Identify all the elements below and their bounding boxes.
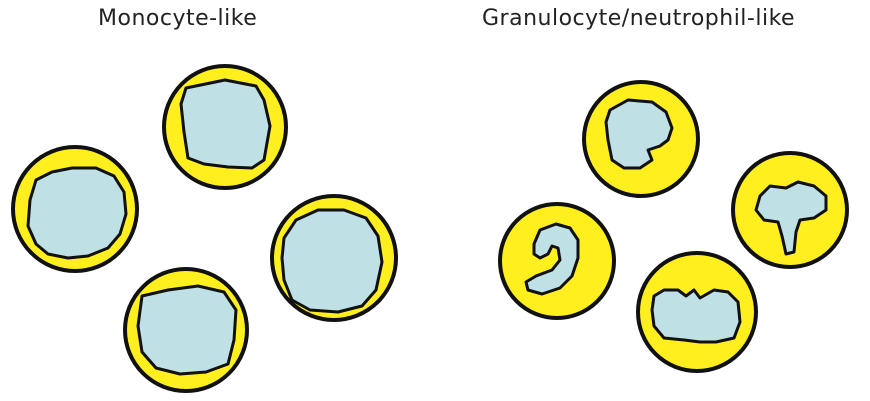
monocyte-cell xyxy=(164,66,286,188)
cell-nucleus xyxy=(28,168,126,258)
granulocyte-cell xyxy=(733,153,847,267)
monocyte-cell xyxy=(272,196,396,320)
granulocyte-cell xyxy=(584,82,698,196)
granulocyte-cell xyxy=(500,204,614,318)
cell-nucleus xyxy=(282,210,382,312)
cell-nucleus xyxy=(181,80,270,168)
monocyte-cell xyxy=(13,147,137,271)
cell-nucleus xyxy=(138,286,236,374)
cell-cytoplasm xyxy=(500,204,614,318)
cell-nucleus xyxy=(652,290,740,342)
granulocyte-cell xyxy=(638,253,756,371)
monocyte-cell xyxy=(125,269,247,391)
